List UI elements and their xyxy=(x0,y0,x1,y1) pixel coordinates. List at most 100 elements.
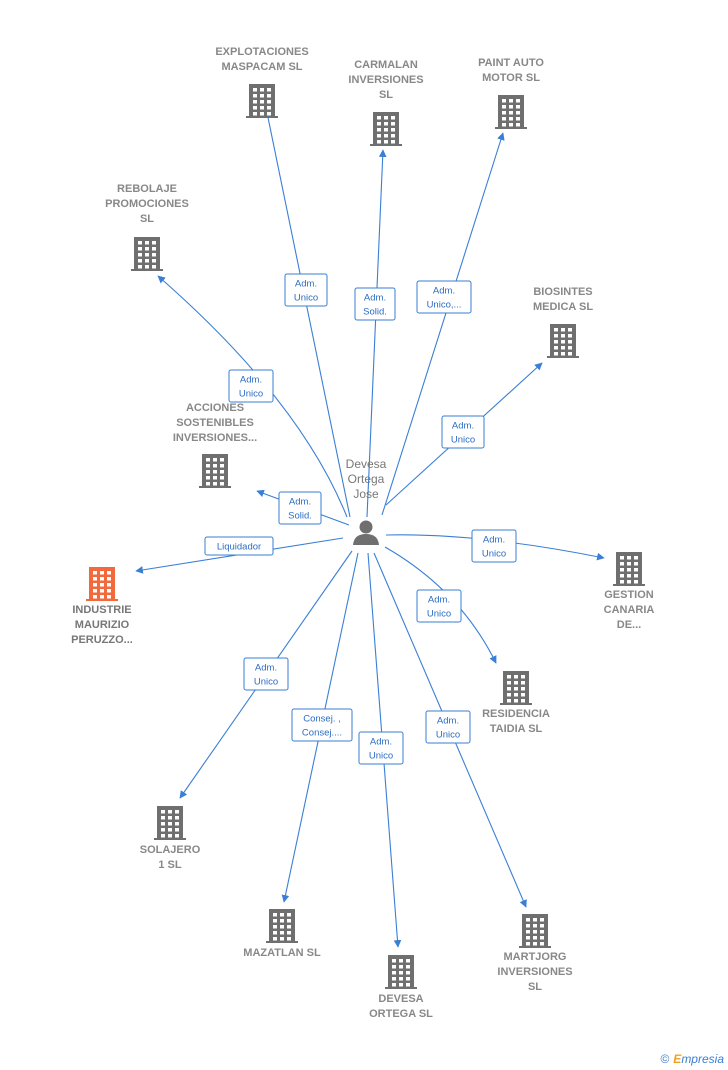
company-name: MOTOR SL xyxy=(482,72,540,84)
edge-label-solajero[interactable]: Adm. Unico xyxy=(243,657,289,691)
company-name: PROMOCIONES xyxy=(105,198,189,210)
edge-label-text: Unico xyxy=(254,677,278,688)
company-name: INVERSIONES xyxy=(348,74,423,86)
company-name: REBOLAJE xyxy=(117,183,177,195)
edge-label-text: Unico xyxy=(482,549,506,560)
company-name: INVERSIONES... xyxy=(173,432,257,444)
company-node-rebolaje[interactable]: REBOLAJE PROMOCIONES SL xyxy=(105,183,189,271)
building-icon xyxy=(613,552,645,586)
building-icon xyxy=(86,567,118,601)
edge-label-residencia[interactable]: Adm. Unico xyxy=(416,589,462,623)
company-node-acciones[interactable]: ACCIONES SOSTENIBLES INVERSIONES... xyxy=(173,402,257,488)
company-name: MARTJORG xyxy=(504,951,567,963)
company-node-gestion[interactable]: GESTION CANARIA DE... xyxy=(604,552,655,631)
company-name: SL xyxy=(379,89,393,101)
edge-label-paint-auto[interactable]: Adm. Unico,... xyxy=(416,280,472,314)
edge-label-text: Adm. xyxy=(295,279,317,290)
edge-label-text: Solid. xyxy=(288,511,312,522)
brand-rest: mpresia xyxy=(681,1052,724,1066)
edge-label-text: Adm. xyxy=(370,737,392,748)
edge-label-text: Unico xyxy=(369,751,393,762)
edge-label-text: Consej. , xyxy=(303,714,341,725)
company-node-explotaciones[interactable]: EXPLOTACIONES MASPACAM SL xyxy=(215,46,309,118)
edge-label-devesa-ortega[interactable]: Adm. Unico xyxy=(358,731,404,765)
building-icon xyxy=(385,955,417,989)
company-name: SOSTENIBLES xyxy=(176,417,254,429)
person-name: Devesa xyxy=(346,457,387,471)
company-name: DEVESA xyxy=(378,993,423,1005)
building-icon xyxy=(500,671,532,705)
company-name: 1 SL xyxy=(158,859,182,871)
person-name: Ortega xyxy=(348,472,385,486)
edge-paint-auto xyxy=(381,132,505,516)
company-node-martjorg[interactable]: MARTJORG INVERSIONES SL xyxy=(497,914,573,993)
edge-label-text: Adm. xyxy=(452,421,474,432)
company-name: PERUZZO... xyxy=(71,634,133,646)
edge-label-text: Unico xyxy=(427,609,451,620)
edge-label-text: Unico xyxy=(436,730,460,741)
edge-label-martjorg[interactable]: Adm.Unico xyxy=(425,710,471,744)
person-icon xyxy=(353,520,379,545)
building-icon xyxy=(199,454,231,488)
edge-label-rebolaje[interactable]: Adm.Unico xyxy=(228,369,274,403)
company-node-solajero[interactable]: SOLAJERO 1 SL xyxy=(140,806,201,871)
edge-rebolaje xyxy=(157,275,348,518)
edge-label-gestion[interactable]: Adm.Unico xyxy=(471,529,517,563)
edge-label-text: Liquidador xyxy=(217,542,261,553)
company-name: MAURIZIO xyxy=(75,619,130,631)
edge-label-biosintes[interactable]: Adm. Unico xyxy=(441,415,485,449)
edge-label-text: Adm. xyxy=(289,497,311,508)
company-name: GESTION xyxy=(604,589,654,601)
company-name: ACCIONES xyxy=(186,402,244,414)
company-name: SL xyxy=(140,213,154,225)
building-icon xyxy=(547,324,579,358)
edge-label-text: Adm. xyxy=(240,375,262,386)
company-name: SOLAJERO xyxy=(140,844,201,856)
edge-label-explotaciones[interactable]: Adm.Unico xyxy=(284,273,328,307)
company-node-carmalan[interactable]: CARMALAN INVERSIONES SL xyxy=(348,59,424,146)
edge-label-text: Unico xyxy=(451,435,475,446)
company-name: CANARIA xyxy=(604,604,655,616)
person-name: Jose xyxy=(353,487,379,501)
building-icon xyxy=(266,909,298,943)
edge-label-industrie[interactable]: Liquidador xyxy=(204,536,274,556)
edge-label-text: Adm. xyxy=(433,286,455,297)
edge-explotaciones xyxy=(261,97,351,518)
company-name: SL xyxy=(528,981,542,993)
edge-label-carmalan[interactable]: Adm. Solid. xyxy=(354,287,396,321)
edge-label-text: Adm. xyxy=(255,663,277,674)
company-node-industrie[interactable]: INDUSTRIE MAURIZIO PERUZZO... xyxy=(71,567,133,646)
edge-carmalan xyxy=(366,149,387,518)
building-icon xyxy=(154,806,186,840)
company-name: RESIDENCIA xyxy=(482,708,550,720)
empresia-logo: ©Empresia xyxy=(660,1052,724,1066)
building-icon xyxy=(131,237,163,271)
edge-label-mazatlan[interactable]: Consej. , Consej.... xyxy=(291,708,353,742)
edge-label-text: Adm. xyxy=(428,595,450,606)
nodes-layer: EXPLOTACIONES MASPACAM SL CARMALAN INVERSIO… xyxy=(71,46,654,1020)
edge-label-text: Solid. xyxy=(363,307,387,318)
company-node-mazatlan[interactable]: MAZATLAN SL xyxy=(243,909,321,959)
building-icon xyxy=(495,95,527,129)
edge-label-text: Adm. xyxy=(364,293,386,304)
building-icon xyxy=(370,112,402,146)
copyright-symbol: © xyxy=(660,1052,670,1066)
company-name: ORTEGA SL xyxy=(369,1008,433,1020)
company-name: INVERSIONES xyxy=(497,966,572,978)
edge-label-text: Consej.... xyxy=(302,728,342,739)
company-name: CARMALAN xyxy=(354,59,418,71)
company-name: EXPLOTACIONES xyxy=(215,46,308,58)
edge-label-acciones[interactable]: Adm. Solid. xyxy=(278,491,322,525)
edge-label-text: Unico,... xyxy=(427,300,462,311)
company-name: MASPACAM SL xyxy=(221,61,302,73)
company-name: DE... xyxy=(617,619,641,631)
company-node-devesa-ortega[interactable]: DEVESA ORTEGA SL xyxy=(369,955,433,1020)
building-icon xyxy=(246,84,278,118)
company-name: INDUSTRIE xyxy=(72,604,131,616)
